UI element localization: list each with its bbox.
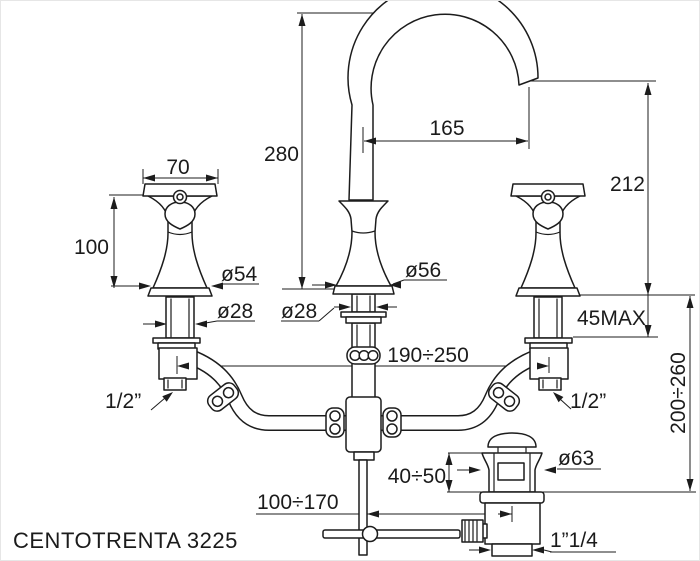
dim-rod-to-waste-distance: 100÷170: [257, 491, 339, 514]
drain-flange: [479, 491, 545, 504]
right-handle-inlay: [532, 201, 564, 230]
left-shank: [165, 296, 195, 339]
dim-left-inlet-thread: 1/2”: [105, 390, 141, 413]
dim-body-shank-diameter: ø28: [281, 300, 317, 323]
drain-assembly: [322, 432, 545, 557]
right-pipe-collar: [487, 382, 521, 412]
drain-tailpiece: [491, 543, 533, 557]
dim-hole-spacing: 190÷250: [387, 344, 469, 367]
cross-fitting: [345, 396, 382, 453]
dim-right-inlet-thread: 1/2”: [570, 390, 606, 413]
dim-waste-body-height: 40÷50: [388, 465, 446, 488]
dimension-labels: 70 100 280 165 212 ø54 ø28 ø28 ø56 45MAX…: [13, 117, 690, 553]
drain-overflow-window: [497, 462, 525, 481]
right-handle-base: [515, 287, 581, 297]
column-shank-upper: [351, 293, 376, 313]
spout-body: [332, 200, 395, 295]
dim-supply-height-range: 200÷260: [667, 352, 690, 434]
left-elbow: [158, 347, 198, 380]
dim-body-base-diameter: ø56: [405, 259, 441, 282]
column-pipe: [351, 362, 376, 400]
lever-pivot-ball: [361, 525, 379, 543]
cross-reducer: [353, 451, 375, 461]
center-column: [325, 293, 402, 556]
left-inlet-stub: [163, 377, 187, 391]
left-handle-assembly: [142, 183, 218, 391]
dim-handle-width: 70: [166, 156, 189, 179]
dim-waste-flange-diameter: ø63: [558, 447, 594, 470]
dim-handle-base-diameter: ø54: [221, 263, 258, 286]
lever-rod: [322, 529, 461, 539]
model-title: CENTOTRENTA 3225: [13, 528, 238, 553]
popup-rod: [358, 459, 368, 556]
right-shank: [533, 296, 563, 339]
left-pipe-collar: [206, 382, 240, 412]
dim-outlet-height: 212: [610, 173, 645, 196]
column-shank-lower: [351, 322, 376, 349]
spout-gooseneck: [347, 1, 539, 201]
dim-spout-reach: 165: [429, 117, 464, 140]
left-handle-base: [147, 287, 213, 297]
dim-handle-height: 100: [74, 236, 109, 259]
dim-spout-height: 280: [264, 143, 299, 166]
dim-max-deck-thickness: 45MAX: [577, 307, 646, 330]
faucet-fixture: [142, 1, 586, 557]
drain-plug-cap: [487, 432, 537, 448]
right-inlet-stub: [538, 377, 562, 391]
dim-handle-shank-diameter: ø28: [217, 300, 253, 323]
dimension-lines-behind: [109, 12, 696, 554]
dimension-lines-front: [176, 87, 550, 522]
dim-waste-thread: 1”1/4: [550, 529, 598, 552]
left-handle-inlay: [164, 201, 196, 230]
